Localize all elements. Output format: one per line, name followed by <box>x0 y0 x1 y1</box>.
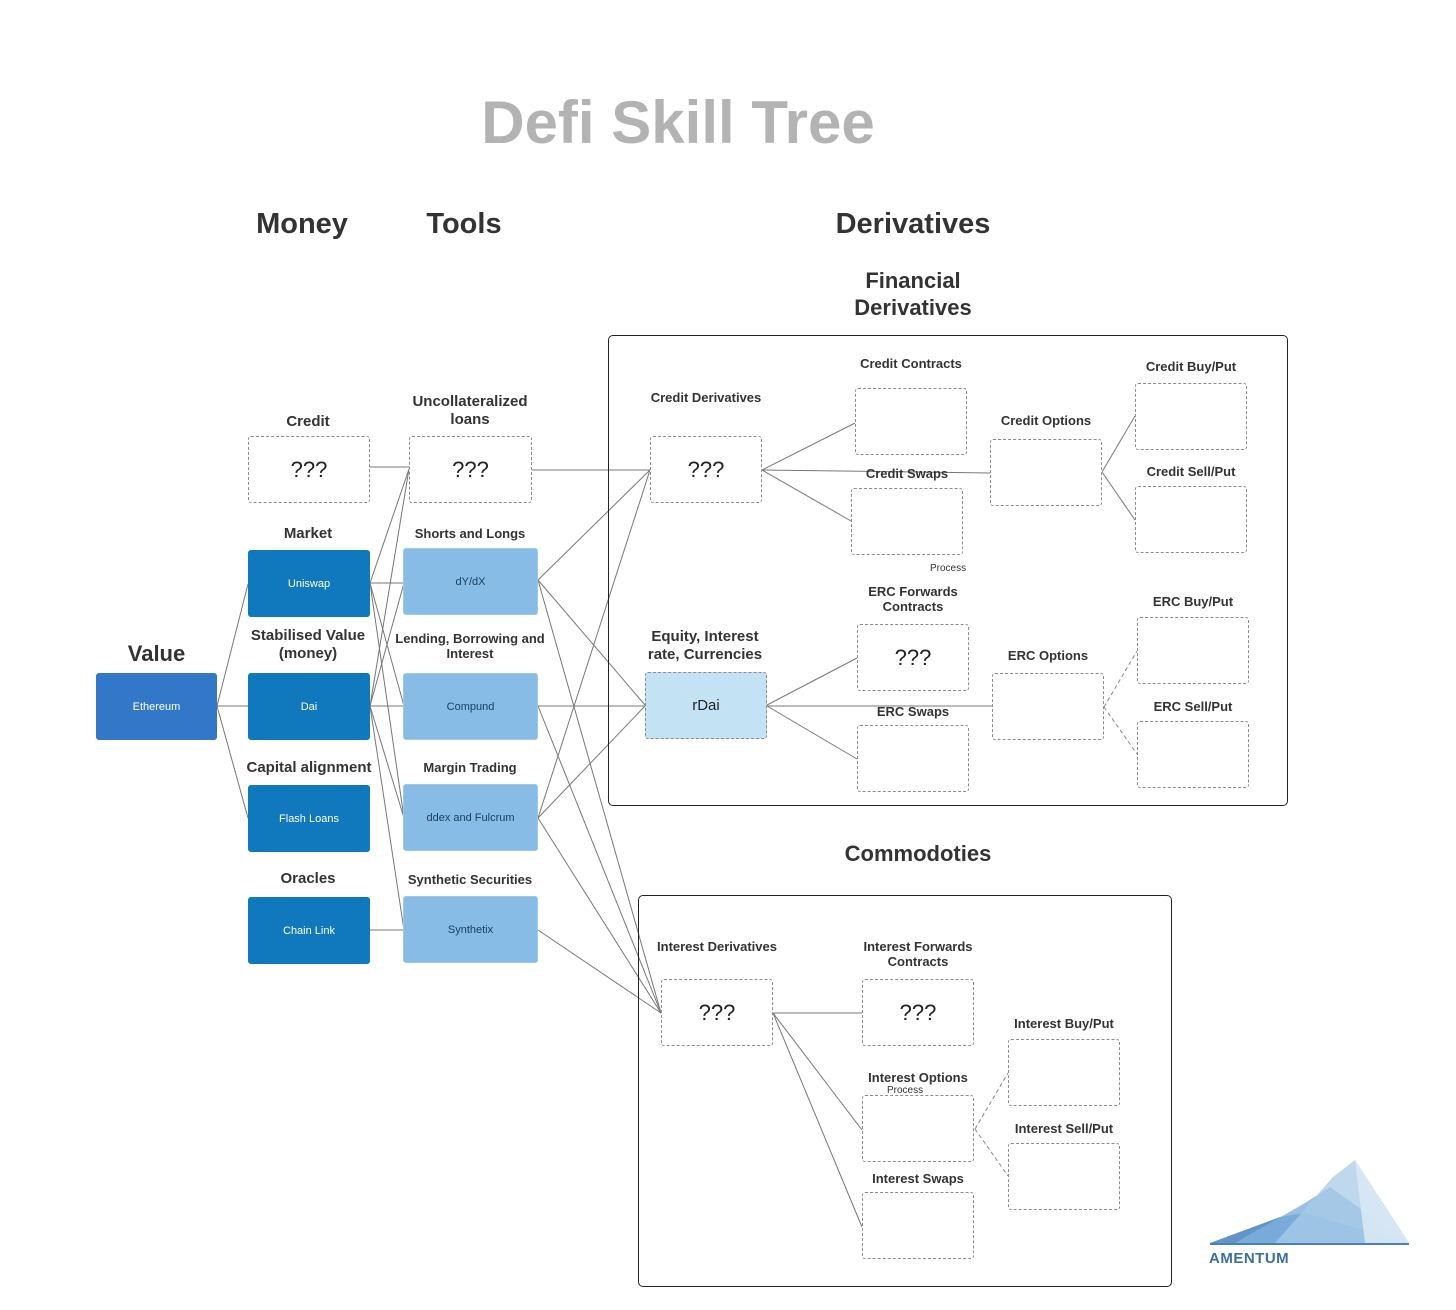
credit-swaps-label: Credit Swaps <box>865 466 949 481</box>
uniswap-node[interactable]: Uniswap <box>248 550 370 617</box>
credit-derivatives-label: Credit Derivatives <box>650 390 762 405</box>
interest-swaps-node[interactable] <box>862 1192 974 1259</box>
chain-link-node[interactable]: Chain Link <box>248 897 370 964</box>
ddex-fulcrum-node[interactable]: ddex and Fulcrum <box>403 784 538 851</box>
credit-node[interactable]: ??? <box>248 436 370 503</box>
commodities-heading: Commodoties <box>844 841 992 866</box>
interest-buy-put-node[interactable] <box>1008 1039 1120 1106</box>
interest-derivatives-node[interactable]: ??? <box>661 979 773 1046</box>
synthetix-node[interactable]: Synthetix <box>403 896 538 963</box>
margin-trading-label: Margin Trading <box>423 760 517 775</box>
erc-buy-put-label: ERC Buy/Put <box>1152 594 1234 609</box>
credit-options-node[interactable] <box>990 439 1102 506</box>
interest-forwards-node[interactable]: ??? <box>862 979 974 1046</box>
column-tools-heading: Tools <box>426 208 502 240</box>
uncollateralized-loans-label: Uncollateralized loans <box>412 393 528 428</box>
interest-options-node[interactable] <box>862 1095 974 1162</box>
value-label: Value <box>127 641 186 666</box>
erc-buy-put-node[interactable] <box>1137 617 1249 684</box>
ethereum-node[interactable]: Ethereum <box>96 673 217 740</box>
financial-derivatives-heading: Financial Derivatives <box>854 268 972 320</box>
stabilised-value-label: Stabilised Value (money) <box>250 627 366 662</box>
erc-sell-put-label: ERC Sell/Put <box>1153 699 1233 714</box>
erc-options-node[interactable] <box>992 673 1104 740</box>
uncollateralized-loans-node[interactable]: ??? <box>409 436 532 503</box>
interest-process-note: Process <box>887 1085 924 1096</box>
credit-contracts-label: Credit Contracts <box>860 356 962 371</box>
shorts-and-longs-label: Shorts and Longs <box>414 526 526 541</box>
dydx-node[interactable]: dY/dX <box>403 548 538 615</box>
credit-buy-put-node[interactable] <box>1135 383 1247 450</box>
market-label: Market <box>283 525 333 542</box>
amentum-logo-icon <box>1210 1160 1409 1245</box>
erc-forwards-node[interactable]: ??? <box>857 624 969 691</box>
column-derivatives-heading: Derivatives <box>835 208 991 240</box>
erc-swaps-label: ERC Swaps <box>876 704 950 719</box>
credit-swaps-node[interactable] <box>851 488 963 555</box>
flash-loans-node[interactable]: Flash Loans <box>248 785 370 852</box>
lending-borrowing-label: Lending, Borrowing and Interest <box>395 631 545 661</box>
erc-forwards-label: ERC Forwards Contracts <box>868 584 958 614</box>
interest-sell-put-label: Interest Sell/Put <box>1014 1121 1114 1136</box>
interest-derivatives-label: Interest Derivatives <box>657 939 777 954</box>
capital-alignment-label: Capital alignment <box>246 759 372 776</box>
oracles-label: Oracles <box>280 870 336 887</box>
credit-options-label: Credit Options <box>1000 413 1092 428</box>
credit-process-note: Process <box>930 563 967 574</box>
dai-node[interactable]: Dai <box>248 673 370 740</box>
interest-forwards-label: Interest Forwards Contracts <box>863 939 973 969</box>
interest-swaps-label: Interest Swaps <box>872 1171 964 1186</box>
erc-swaps-node[interactable] <box>857 725 969 792</box>
commodities-frame <box>638 895 1172 1287</box>
amentum-logo-text: AMENTUM <box>1209 1250 1290 1267</box>
erc-options-label: ERC Options <box>1007 648 1089 663</box>
column-money-heading: Money <box>256 208 348 240</box>
page-title: Defi Skill Tree <box>481 89 875 156</box>
synthetic-securities-label: Synthetic Securities <box>407 872 533 887</box>
credit-sell-put-label: Credit Sell/Put <box>1146 464 1236 479</box>
erc-sell-put-node[interactable] <box>1137 721 1249 788</box>
equity-interest-label: Equity, Interest rate, Currencies <box>647 628 763 663</box>
credit-derivatives-node[interactable]: ??? <box>650 436 762 503</box>
interest-options-label: Interest Options <box>868 1070 968 1085</box>
rdai-node[interactable]: rDai <box>645 672 767 739</box>
credit-buy-put-label: Credit Buy/Put <box>1145 359 1237 374</box>
credit-contracts-node[interactable] <box>855 388 967 455</box>
financial-derivatives-frame <box>608 335 1288 806</box>
compound-node[interactable]: Compund <box>403 673 538 740</box>
interest-buy-put-label: Interest Buy/Put <box>1014 1016 1114 1031</box>
credit-label: Credit <box>286 413 330 430</box>
credit-sell-put-node[interactable] <box>1135 486 1247 553</box>
interest-sell-put-node[interactable] <box>1008 1143 1120 1210</box>
